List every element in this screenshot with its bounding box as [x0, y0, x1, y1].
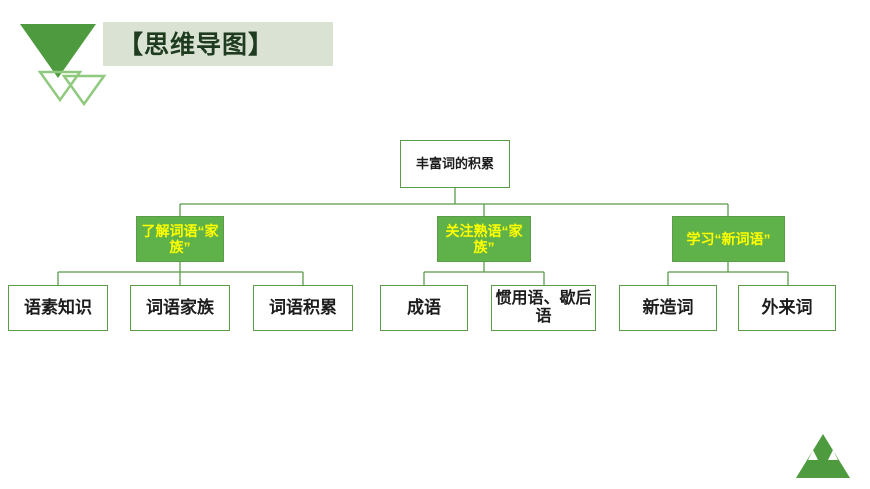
node-leaf-1-1[interactable]: 语素知识 — [8, 285, 108, 331]
node-leaf-2-2[interactable]: 惯用语、歇后语 — [491, 285, 596, 331]
node-leaf-1-2[interactable]: 词语家族 — [130, 285, 230, 331]
node-branch-1[interactable]: 了解词语“家族” — [136, 216, 224, 262]
node-leaf-1-3[interactable]: 词语积累 — [253, 285, 353, 331]
triangles-decoration-icon — [20, 24, 107, 106]
node-leaf-3-1[interactable]: 新造词 — [619, 285, 717, 331]
header-band — [103, 22, 333, 66]
mindmap-diagram: 丰富词的积累 了解词语“家族” 关注熟语“家族” 学习“新词语” 语素知识 词语… — [0, 110, 870, 370]
page-title: 【思维导图】 — [118, 31, 275, 59]
node-leaf-3-2[interactable]: 外来词 — [738, 285, 836, 331]
diagram-connectors — [57, 188, 789, 285]
node-leaf-2-1[interactable]: 成语 — [380, 285, 468, 331]
node-branch-2[interactable]: 关注熟语“家族” — [437, 216, 531, 262]
node-branch-3[interactable]: 学习“新词语” — [672, 216, 785, 262]
node-root[interactable]: 丰富词的积累 — [400, 140, 510, 188]
triangles-decoration-bottom-icon — [796, 434, 850, 478]
